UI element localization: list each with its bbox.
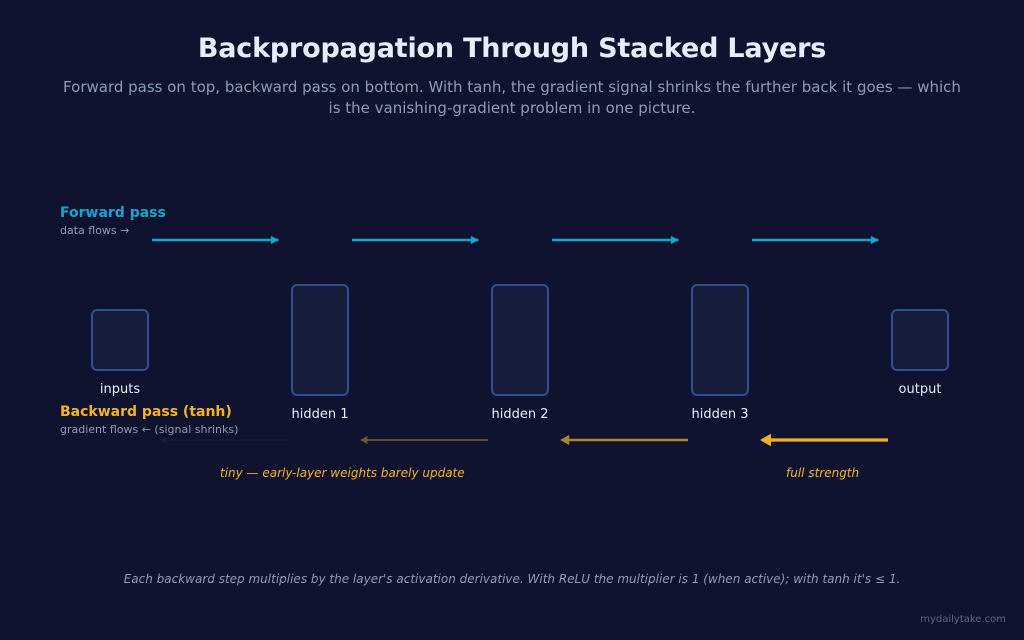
layer-block-hidden-2 [491, 284, 549, 396]
page-subtitle: Forward pass on top, backward pass on bo… [63, 78, 961, 117]
backward-arrow-4 [760, 433, 888, 447]
backward-pass-subtitle: gradient flows ← (signal shrinks) [60, 423, 239, 436]
annotation-tiny: tiny — early-layer weights barely update [220, 466, 465, 480]
layer-label-hidden-3: hidden 3 [691, 407, 749, 422]
backward-arrow-2 [360, 436, 488, 444]
forward-pass-title: Forward pass [60, 205, 166, 221]
footnote: Each backward step multiplies by the lay… [123, 572, 901, 586]
layer-label-inputs: inputs [99, 382, 141, 397]
backward-arrows [160, 433, 888, 447]
layer-label-output: output [898, 382, 942, 397]
page-title: Backpropagation Through Stacked Layers [197, 33, 827, 64]
forward-pass-subtitle: data flows → [60, 224, 130, 237]
layer-block-hidden-1 [291, 284, 349, 396]
backward-arrow-1 [160, 437, 288, 443]
layer-label-hidden-1: hidden 1 [291, 407, 349, 422]
backward-arrow-3 [560, 434, 688, 446]
layer-block-output [891, 309, 949, 371]
layer-block-inputs [91, 309, 149, 371]
annotation-full-strength: full strength [786, 466, 860, 480]
layer-label-hidden-2: hidden 2 [491, 407, 549, 422]
layer-block-hidden-3 [691, 284, 749, 396]
backward-pass-title: Backward pass (tanh) [60, 404, 232, 420]
site-credit: mydailytake.com [920, 614, 1006, 625]
